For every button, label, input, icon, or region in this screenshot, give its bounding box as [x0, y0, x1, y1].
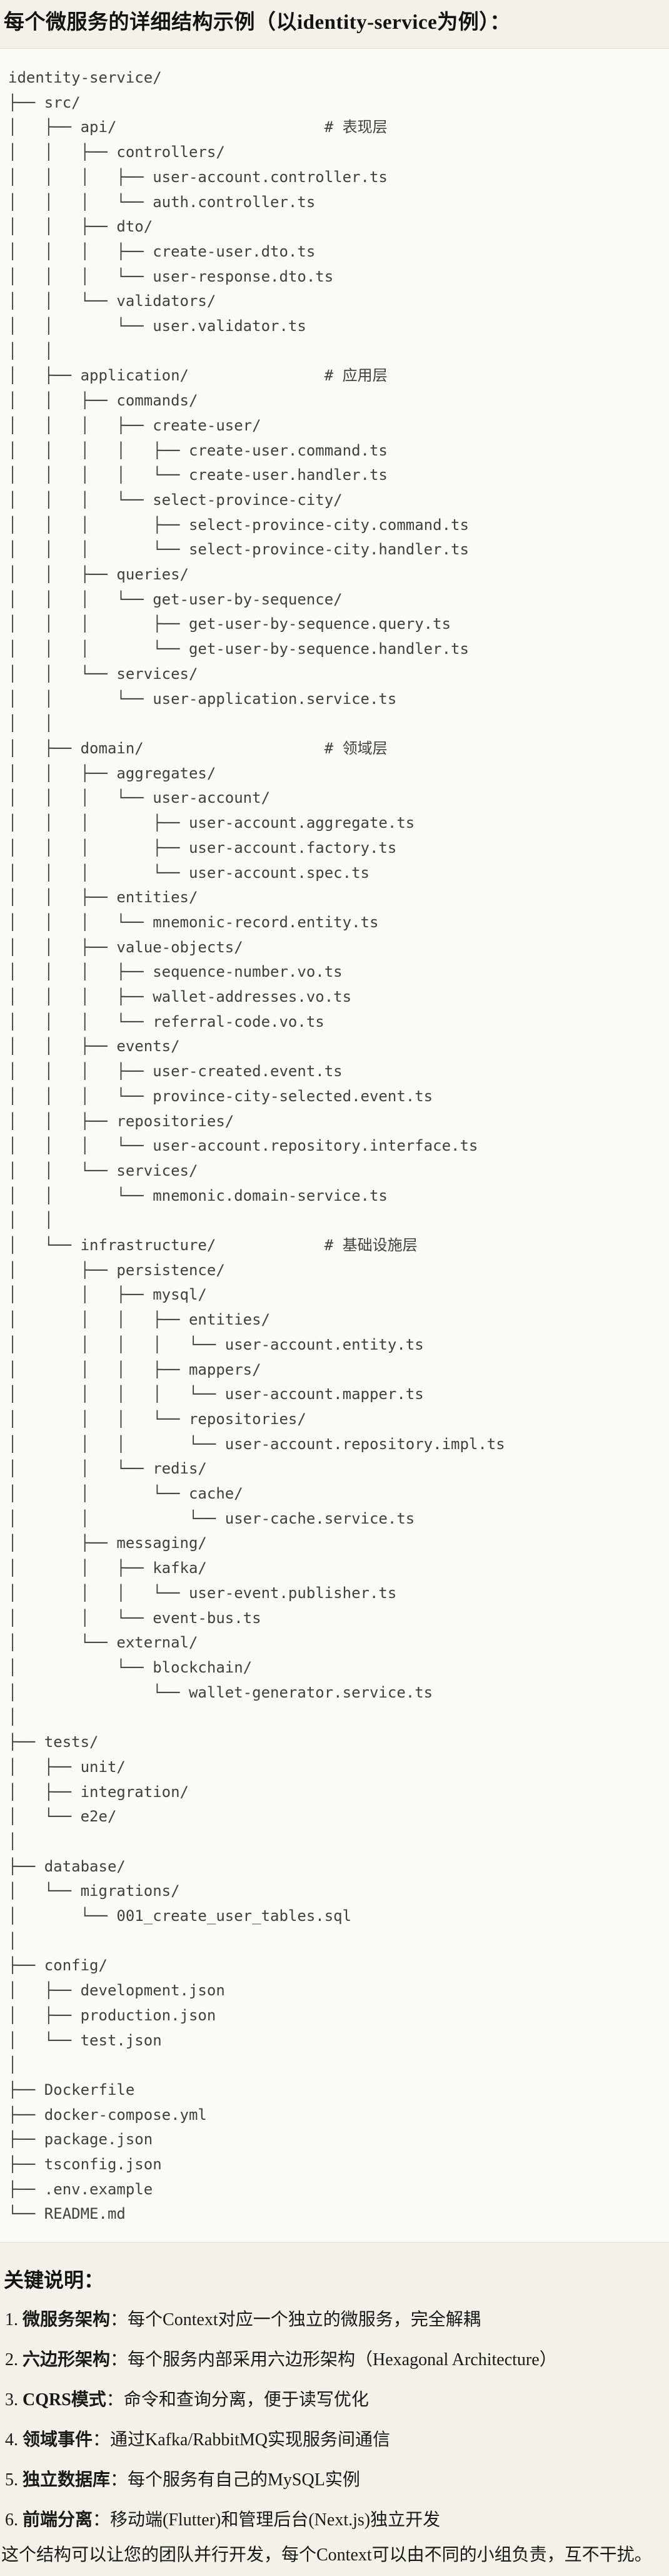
- directory-tree: identity-service/ ├── src/ │ ├── api/ # …: [8, 69, 505, 2223]
- note-item-microservice: 1. 微服务架构：每个Context对应一个独立的微服务，完全解耦: [5, 2306, 669, 2334]
- note-description: 命令和查询分离，便于读写优化: [123, 2390, 369, 2410]
- note-number: 1.: [5, 2310, 18, 2330]
- note-colon: ：: [110, 2310, 128, 2330]
- note-item-independent-db: 5. 独立数据库：每个服务有自己的MySQL实例: [5, 2467, 669, 2494]
- note-description: 每个服务有自己的MySQL实例: [128, 2470, 360, 2490]
- note-term: 领域事件: [23, 2430, 93, 2450]
- note-colon: ：: [110, 2470, 128, 2490]
- note-number: 6.: [5, 2510, 18, 2530]
- note-number: 4.: [5, 2430, 18, 2450]
- note-colon: ：: [93, 2510, 111, 2530]
- note-term: 前端分离: [23, 2510, 93, 2530]
- note-description: 移动端(Flutter)和管理后台(Next.js)独立开发: [110, 2510, 441, 2530]
- note-number: 3.: [5, 2390, 18, 2410]
- notes-heading: 关键说明：: [4, 2269, 104, 2292]
- note-description: 通过Kafka/RabbitMQ实现服务间通信: [110, 2430, 390, 2450]
- note-term: CQRS模式: [23, 2390, 106, 2410]
- note-colon: ：: [110, 2350, 128, 2370]
- note-colon: ：: [93, 2430, 111, 2450]
- page-title: 每个微服务的详细结构示例（以identity-service为例）：: [4, 11, 511, 34]
- code-block: identity-service/ ├── src/ │ ├── api/ # …: [0, 48, 669, 2243]
- note-term: 六边形架构: [23, 2350, 111, 2370]
- closing-paragraph: 这个结构可以让您的团队并行开发，每个Context可以由不同的小组负责，互不干扰…: [1, 2545, 652, 2565]
- note-description: 每个Context对应一个独立的微服务，完全解耦: [128, 2310, 481, 2330]
- note-number: 2.: [5, 2350, 18, 2370]
- note-item-cqrs: 3. CQRS模式：命令和查询分离，便于读写优化: [5, 2386, 669, 2414]
- notes-list: 1. 微服务架构：每个Context对应一个独立的微服务，完全解耦 2. 六边形…: [0, 2306, 669, 2534]
- note-item-domain-events: 4. 领域事件：通过Kafka/RabbitMQ实现服务间通信: [5, 2426, 669, 2454]
- note-item-hexagonal: 2. 六边形架构：每个服务内部采用六边形架构（Hexagonal Archite…: [5, 2346, 669, 2374]
- note-colon: ：: [106, 2390, 124, 2410]
- note-term: 微服务架构: [23, 2310, 111, 2330]
- note-description: 每个服务内部采用六边形架构（Hexagonal Architecture）: [128, 2350, 557, 2370]
- note-term: 独立数据库: [23, 2470, 111, 2490]
- note-item-frontend-separation: 6. 前端分离：移动端(Flutter)和管理后台(Next.js)独立开发: [5, 2507, 669, 2534]
- note-number: 5.: [5, 2470, 18, 2490]
